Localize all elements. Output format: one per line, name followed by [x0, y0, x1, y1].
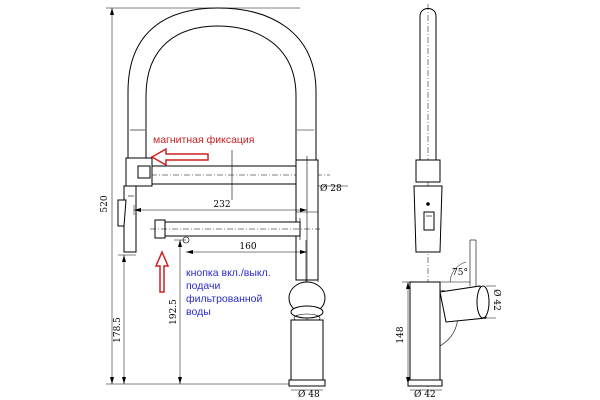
arch-hose-inner	[145, 25, 297, 160]
note-button-line-2: подачи	[186, 280, 221, 292]
dim-label-base-height: 178.5	[113, 317, 123, 343]
dim-label-lever-angle: 75°	[452, 268, 468, 278]
dimension-total-height: 520	[100, 7, 300, 385]
dimension-spray-height: 192.5	[169, 239, 186, 384]
dimension-lever-diameter: Ø 42	[486, 285, 502, 319]
dim-label-tube-diameter: Ø 28	[320, 183, 342, 194]
side-view: 75° Ø 42 148 Ø 42	[396, 4, 502, 400]
dim-label-body-height: 148	[396, 326, 406, 343]
dim-label-spray-reach: 160	[239, 242, 256, 252]
dim-label-lever-diameter: Ø 42	[491, 289, 502, 311]
note-button-line-1: кнопка вкл./выкл.	[186, 267, 271, 279]
dimension-spout-reach: 232	[133, 200, 307, 215]
button-arrow-icon	[154, 250, 170, 293]
dim-label-base-diameter-side: Ø 42	[414, 389, 436, 400]
dimension-base-diameter-front: Ø 48	[291, 389, 323, 400]
note-magnetic-fixation: магнитная фиксация	[153, 134, 254, 146]
dim-label-spout-reach: 232	[213, 200, 230, 210]
side-hose	[419, 8, 437, 160]
spray-head-nozzle	[123, 185, 137, 253]
side-lever	[439, 239, 490, 323]
dimension-lever-angle: 75°	[428, 261, 470, 283]
side-spray-head	[415, 159, 441, 183]
front-view: 520 178.5 192.5	[100, 7, 348, 400]
dimension-spray-reach: 160	[186, 242, 307, 254]
note-button: кнопка вкл./выкл. подачи фильтрованной в…	[186, 267, 274, 318]
side-body	[409, 281, 441, 383]
dim-label-base-diameter-front: Ø 48	[298, 389, 320, 400]
faucet-base-front	[290, 319, 324, 383]
dimension-base-height: 178.5	[113, 254, 136, 384]
dimension-body-height: 148	[396, 281, 418, 384]
dim-label-total-height: 520	[100, 195, 110, 212]
note-button-line-4: воды	[186, 306, 211, 318]
note-button-line-3: фильтрованной	[186, 293, 263, 305]
arch-hose-outer	[127, 7, 317, 160]
dimension-base-diameter-side: Ø 42	[410, 389, 442, 400]
lever-front	[288, 281, 326, 323]
dim-label-spray-height: 192.5	[169, 299, 179, 325]
dimension-tube-diameter: Ø 28	[318, 183, 348, 194]
magnetic-arrow-icon	[150, 147, 209, 167]
